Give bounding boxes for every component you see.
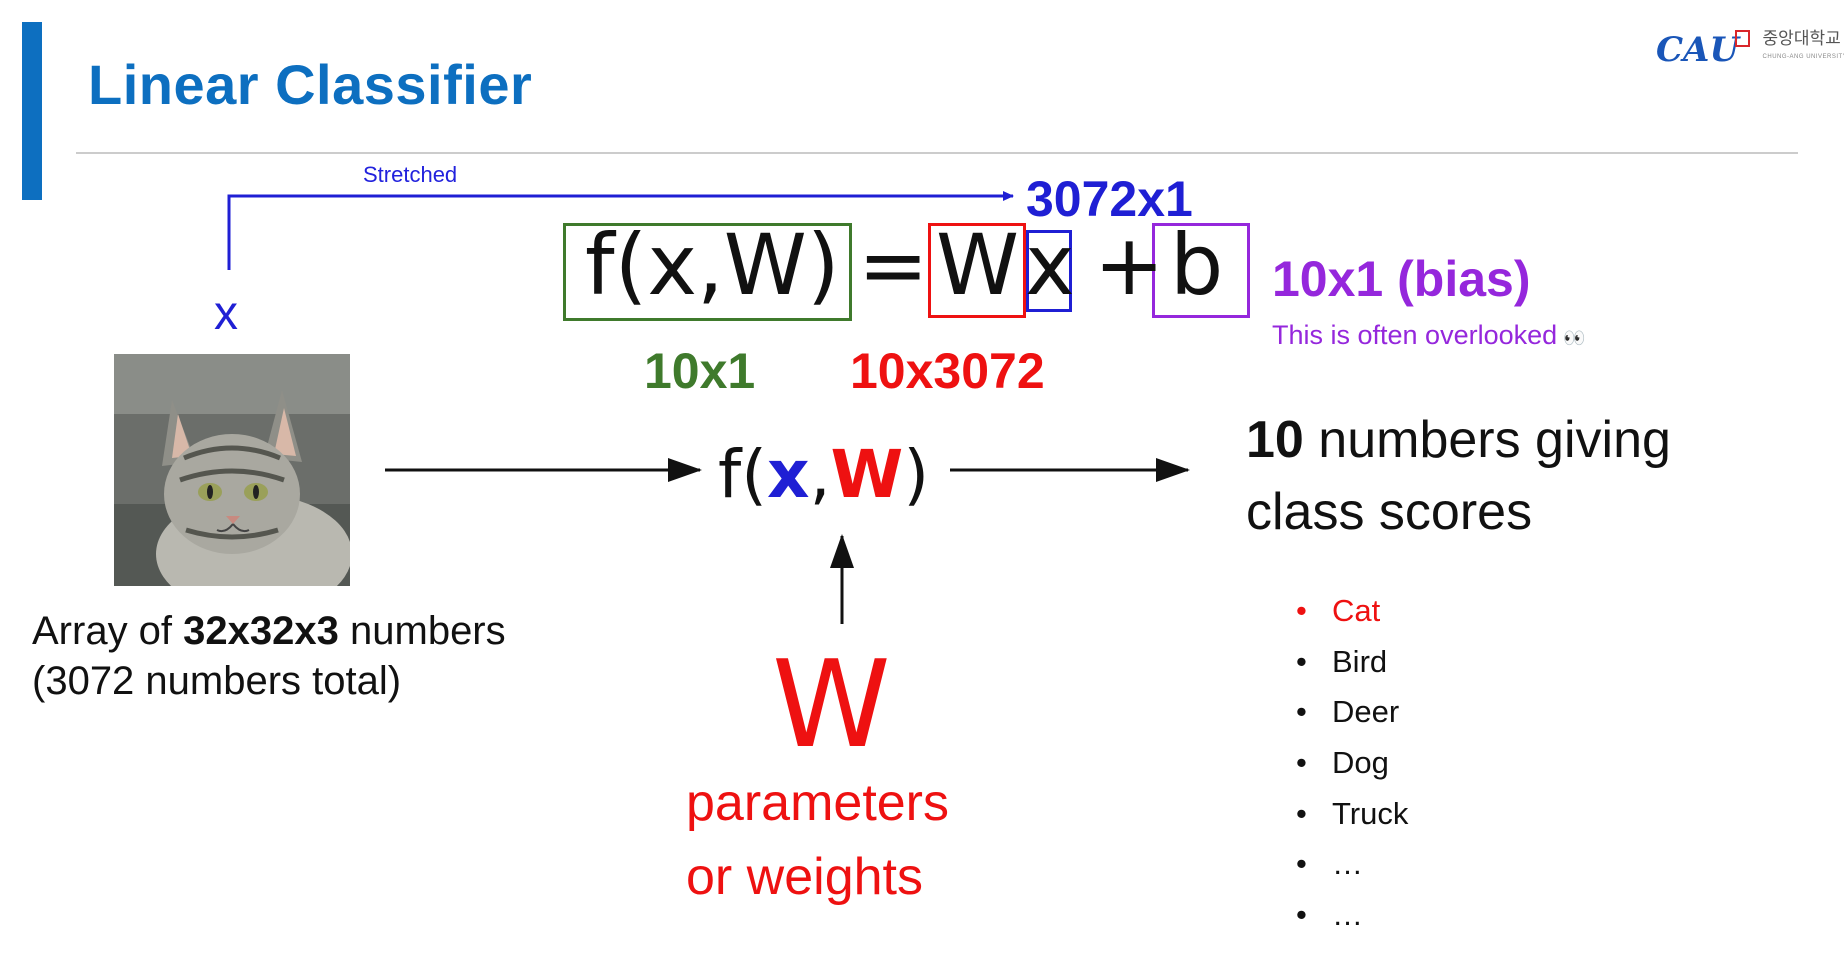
equation-b: b xyxy=(1170,216,1224,314)
logo-mark: CAU xyxy=(1656,30,1740,70)
slide-title: Linear Classifier xyxy=(88,53,533,116)
class-list-item: Truck xyxy=(1296,789,1408,840)
weight-box xyxy=(928,223,1026,318)
input-caption: Array of 32x32x3 numbers (3072 numbers t… xyxy=(32,609,506,703)
output-box xyxy=(563,223,852,321)
bias-box xyxy=(1152,223,1250,318)
cat-image xyxy=(114,354,350,586)
x-dimension-label: 3072x1 xyxy=(1026,171,1193,227)
class-list-item: Cat xyxy=(1296,586,1408,637)
stretched-arrow xyxy=(227,191,1014,270)
bias-note: This is often overlooked👀 xyxy=(1272,320,1586,350)
equation-x: x xyxy=(1025,216,1075,314)
class-list-item: … xyxy=(1296,890,1408,941)
logo-square-icon xyxy=(1735,30,1751,47)
class-list-item: … xyxy=(1296,839,1408,890)
weights-caption: parameters or weights xyxy=(686,774,949,906)
weights-symbol: W xyxy=(772,636,891,775)
output-description: 10 numbers giving class scores xyxy=(1246,411,1671,541)
class-list-item: Dog xyxy=(1296,738,1408,789)
class-list: Cat Bird Deer Dog Truck … … xyxy=(1296,586,1408,941)
title-accent-bar xyxy=(22,22,42,200)
input-x-label: x xyxy=(214,287,238,340)
stretched-label: Stretched xyxy=(363,162,458,187)
classifier-function: f(x,W) xyxy=(718,436,930,513)
title-divider xyxy=(76,152,1798,154)
equation-equals: = xyxy=(858,216,929,314)
equation-plus: + xyxy=(1094,216,1165,314)
bias-dimension-label: 10x1 (bias) xyxy=(1272,251,1531,307)
equation-lhs: f(x,W) xyxy=(585,216,840,314)
university-logo: CAU 중앙대학교 CHUNG-ANG UNIVERSITY xyxy=(1656,29,1844,71)
class-list-item: Bird xyxy=(1296,637,1408,688)
x-box xyxy=(1026,230,1072,312)
equation-w: W xyxy=(936,216,1020,314)
eyes-icon: 👀 xyxy=(1563,328,1586,348)
output-dimension-label: 10x1 xyxy=(644,343,756,399)
class-list-item: Deer xyxy=(1296,687,1408,738)
logo-name: 중앙대학교 CHUNG-ANG UNIVERSITY xyxy=(1762,29,1844,61)
weight-dimension-label: 10x3072 xyxy=(850,343,1045,399)
